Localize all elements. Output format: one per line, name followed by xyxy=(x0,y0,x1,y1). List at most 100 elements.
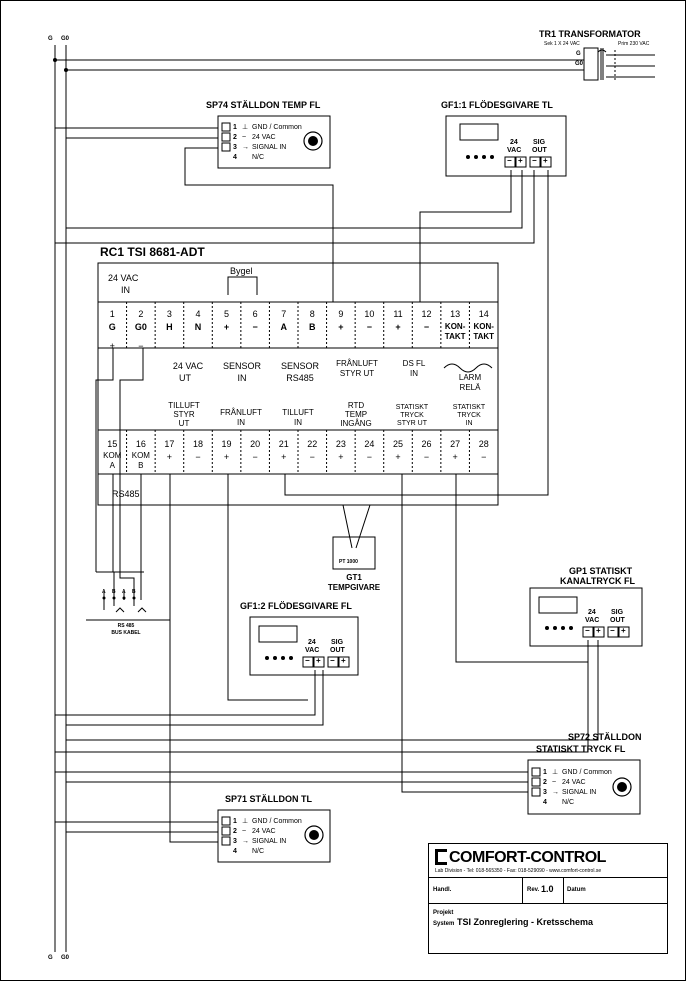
bus-b2: B xyxy=(132,589,136,595)
terminal-10-number: 10 xyxy=(364,309,375,319)
sp74-t2-label: 24 VAC xyxy=(252,134,276,141)
terminal-13-number: 13 xyxy=(450,309,461,319)
sp72-title-1: SP72 STÄLLDON xyxy=(568,732,642,742)
gf12-minus1: − xyxy=(305,656,310,665)
controller-rs485: RS485 xyxy=(112,489,140,499)
terminal-27-polarity: + xyxy=(452,452,458,462)
sp71-t2-sym: ~ xyxy=(242,828,247,835)
terminal-17-number: 17 xyxy=(164,439,175,449)
group-larm-2: RELÄ xyxy=(459,383,481,392)
group-sensor-in-2: IN xyxy=(237,373,247,383)
gf12-vac-num: 24 xyxy=(308,639,316,646)
group-franluft-in-2: IN xyxy=(237,418,245,427)
group-sensor-rs-1: SENSOR xyxy=(280,361,320,371)
terminal-28-polarity: − xyxy=(481,452,487,462)
company-contact: Lab Division - Tel: 018-565350 - Fax: 01… xyxy=(435,868,602,874)
bus-a2: A xyxy=(122,589,126,595)
transformer-sec: Sek 1 X 24 VAC xyxy=(544,41,580,47)
sp72-title-2: STATISKT TRYCK FL xyxy=(536,744,626,754)
company-name: COMFORT-CONTROL xyxy=(449,849,606,866)
gf11-plus2: + xyxy=(543,156,548,165)
group-stat-styr-2: TRYCK xyxy=(400,412,424,419)
terminal-3-label: H xyxy=(166,322,173,332)
terminal-5-number: 5 xyxy=(224,309,230,319)
bus-label-1: RS 485 xyxy=(117,623,135,629)
terminal-15-label: KOM xyxy=(103,451,122,460)
group-stat-styr-3: STYR UT xyxy=(397,420,427,427)
bus-label-2: BUS KABEL xyxy=(111,630,141,636)
sp71-t2-num: 2 xyxy=(233,828,237,835)
group-ds-2: IN xyxy=(410,369,418,378)
terminal-6-label: − xyxy=(252,322,258,332)
terminal-7-label: A xyxy=(280,322,287,332)
terminal-13-label2: TAKT xyxy=(444,332,466,341)
terminal-7-number: 7 xyxy=(281,309,287,319)
gp1-minus1: − xyxy=(585,626,590,635)
sp74-t3-num: 3 xyxy=(233,144,237,151)
system-label: System xyxy=(433,921,455,927)
gp1-plus2: + xyxy=(621,626,626,635)
terminal-20-number: 20 xyxy=(250,439,261,449)
terminal-4-label: N xyxy=(194,322,202,332)
sp74-t1-label: GND / Common xyxy=(252,124,302,131)
sp72-t2-num: 2 xyxy=(543,779,547,786)
gp1-vac-num: 24 xyxy=(588,609,596,616)
group-stat-in-1: STATISKT xyxy=(452,404,486,411)
group-sensor-in-1: SENSOR xyxy=(222,361,262,371)
terminal-22-number: 22 xyxy=(307,439,318,449)
transformer-title: TR1 TRANSFORMATOR xyxy=(539,29,641,39)
datum-label: Datum xyxy=(567,887,586,893)
terminal-16-label2: B xyxy=(138,461,144,470)
gf11-out: OUT xyxy=(532,147,547,154)
terminal-3-number: 3 xyxy=(166,309,172,319)
terminal-1-number: 1 xyxy=(109,309,115,319)
group-stat-styr-1: STATISKT xyxy=(395,404,429,411)
terminal-11-number: 11 xyxy=(393,309,403,319)
sp72-t4-num: 4 xyxy=(543,799,547,806)
group-tilluft-in-2: IN xyxy=(294,418,302,427)
transformer-g0: G0 xyxy=(575,61,584,67)
gp1-minus2: − xyxy=(610,626,615,635)
group-stat-in-3: IN xyxy=(465,420,473,427)
sp71-title: SP71 STÄLLDON TL xyxy=(225,794,313,804)
transformer-g: G xyxy=(576,51,581,57)
terminal-25-number: 25 xyxy=(392,439,404,449)
gf11-minus2: − xyxy=(532,156,537,165)
sp74-t1-sym: ⊥ xyxy=(242,124,249,131)
sp72-t3-label: SIGNAL IN xyxy=(562,789,597,796)
sp71-t4-num: 4 xyxy=(233,848,237,855)
group-tilluft-styr-3: UT xyxy=(178,419,190,428)
sp71-t1-num: 1 xyxy=(233,818,237,825)
group-rtd-3: INGÅNG xyxy=(340,419,372,428)
terminal-26-polarity: − xyxy=(423,452,430,462)
terminal-19-polarity: + xyxy=(223,452,230,462)
sp72-t2-label: 24 VAC xyxy=(562,779,586,786)
terminal-4-number: 4 xyxy=(195,309,201,319)
rev-value: 1.0 xyxy=(541,884,554,894)
controller-bygel: Bygel xyxy=(230,266,253,276)
title-block-meta: Handl. Rev. 1.0 Datum xyxy=(429,877,667,904)
sp74-t4-label: N/C xyxy=(252,154,265,161)
bus-b1: B xyxy=(112,589,116,595)
group-rtd-2: TEMP xyxy=(344,410,368,419)
group-tilluft-in-1: TILLUFT xyxy=(282,408,314,417)
group-vac-ut-1: 24 VAC xyxy=(172,361,204,371)
gp1-out: OUT xyxy=(610,617,625,624)
sp72-t2-sym: ~ xyxy=(552,779,557,786)
sp72-t3-sym: → xyxy=(552,789,559,796)
sp71-t3-sym: → xyxy=(242,838,249,845)
sp74-t3-sym: → xyxy=(242,144,249,151)
gp1-vac: VAC xyxy=(585,617,600,624)
terminal-12-label: − xyxy=(423,322,430,332)
terminal-18-polarity: − xyxy=(195,452,201,462)
sp72-t1-num: 1 xyxy=(543,769,547,776)
terminal-19-number: 19 xyxy=(221,439,232,449)
sp71-t3-num: 3 xyxy=(233,838,237,845)
gf11-sig: SIG xyxy=(533,139,546,146)
sp71-t1-label: GND / Common xyxy=(252,818,302,825)
sp72-t1-label: GND / Common xyxy=(562,769,612,776)
gp1-plus1: + xyxy=(596,626,601,635)
gt1-title-2: TEMPGIVARE xyxy=(327,583,381,592)
group-franluft-1: FRÅNLUFT xyxy=(336,359,378,368)
